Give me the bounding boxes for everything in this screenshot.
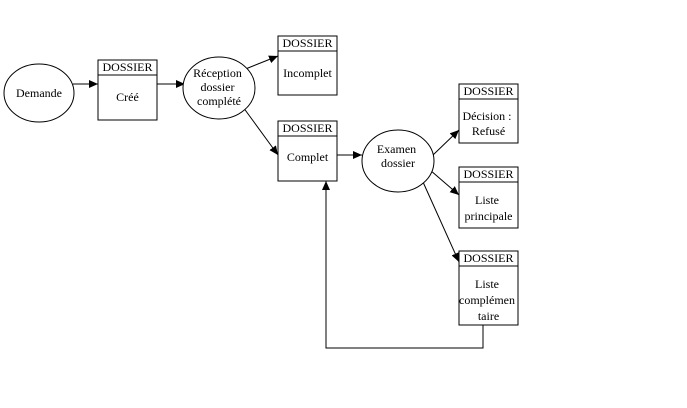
box-complementaire-line-2: complémen	[459, 293, 515, 307]
ellipse-reception-line-3: complété	[197, 94, 241, 108]
arrow-examen-to-refuse	[432, 129, 460, 156]
box-refuse: DOSSIER Décision : Refusé	[458, 83, 519, 144]
ellipse-reception: Réception dossier complété	[182, 56, 256, 120]
box-complementaire-line-3: taire	[478, 309, 499, 323]
box-incomplet: DOSSIER Incomplet	[277, 35, 338, 96]
box-principale-line-1: Liste	[475, 193, 499, 207]
arrow-reception-to-complet	[242, 106, 279, 156]
box-refuse-header: DOSSIER	[463, 84, 513, 98]
arrow-complementaire-back-to-complet	[322, 181, 484, 349]
arrow-reception-to-incomplet	[242, 55, 279, 71]
box-principale-line-2: principale	[465, 209, 513, 223]
box-incomplet-header: DOSSIER	[282, 36, 332, 50]
ellipse-examen: Examen dossier	[361, 129, 435, 193]
box-principale: DOSSIER Liste principale	[458, 166, 519, 229]
ellipse-reception-line-1: Réception	[193, 66, 242, 80]
svg-text:Liste principale: Liste principale	[465, 193, 513, 223]
arrow-examen-to-complementaire	[422, 181, 460, 263]
box-complet: DOSSIER Complet	[277, 120, 338, 182]
svg-text:Réception dossier: Réception dossier complété	[193, 66, 245, 108]
ellipse-demande: Demande	[3, 63, 75, 123]
box-complet-header: DOSSIER	[282, 121, 332, 135]
svg-text:Liste complémen ta: Liste complémen taire	[459, 277, 518, 323]
svg-text:Examen dossier: Examen dossier	[377, 142, 419, 170]
box-complementaire-header: DOSSIER	[463, 251, 513, 265]
box-cree-label: Créé	[116, 90, 139, 104]
box-refuse-line-1: Décision :	[463, 109, 512, 123]
box-refuse-line-2: Refusé	[472, 124, 505, 138]
box-cree: DOSSIER Créé	[97, 59, 158, 121]
box-principale-header: DOSSIER	[463, 167, 513, 181]
ellipse-examen-line-2: dossier	[381, 156, 415, 170]
ellipse-examen-line-1: Examen	[377, 142, 416, 156]
ellipse-reception-line-2: dossier	[201, 80, 235, 94]
connectors	[73, 55, 484, 349]
ellipse-demande-label: Demande	[16, 86, 62, 100]
box-incomplet-label: Incomplet	[283, 66, 332, 80]
arrow-examen-to-principale	[429, 169, 460, 196]
box-complet-label: Complet	[287, 150, 329, 164]
box-complementaire-line-1: Liste	[475, 277, 499, 291]
svg-text:Décision : Refusé: Décision : Refusé	[463, 109, 515, 138]
box-cree-header: DOSSIER	[102, 60, 152, 74]
box-complementaire: DOSSIER Liste complémen taire	[458, 250, 519, 326]
